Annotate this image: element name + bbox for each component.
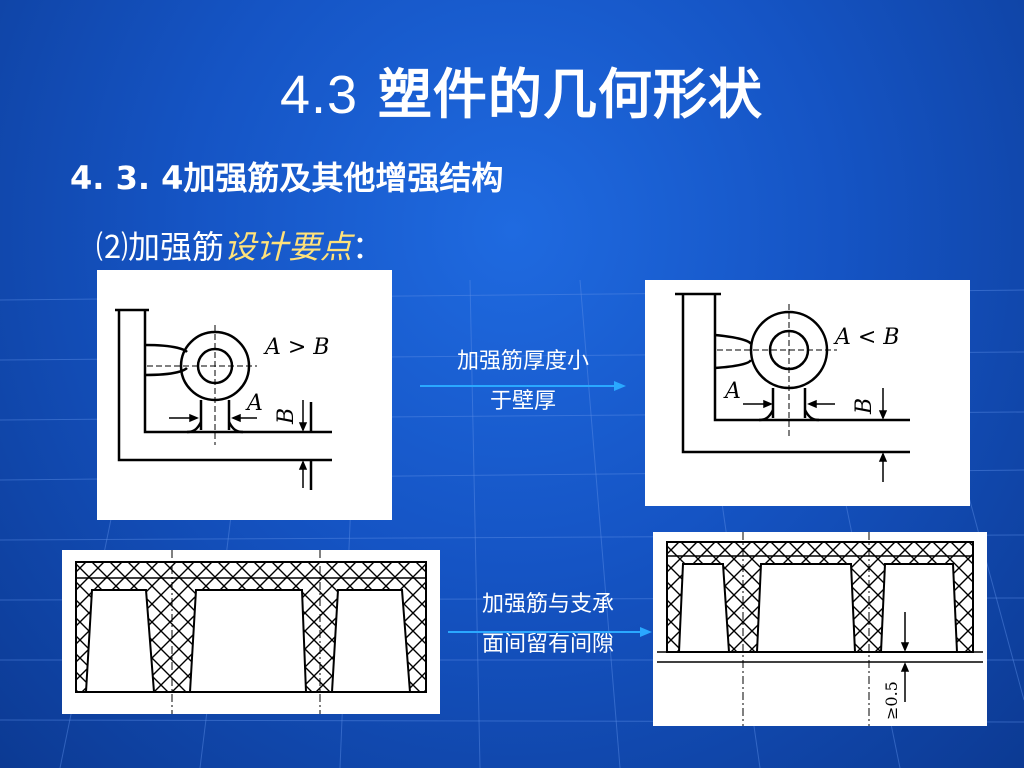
label-a-greater-b: A > B [263, 335, 329, 360]
rib-figure-thin: A < B A B [645, 280, 970, 506]
label-a: A [723, 379, 741, 404]
design-point-line: ⑵加强筋设计要点： [96, 222, 384, 268]
arrow-right-icon [448, 627, 652, 637]
rib-drawing-with-gap: ≥0.5 [657, 532, 983, 726]
arrow-right-icon [420, 381, 626, 391]
point-highlight: 设计要点 [224, 228, 353, 266]
rib-drawing-thin: A < B A B [675, 292, 910, 482]
label-gap: ≥0.5 [882, 681, 901, 720]
note1-line1: 加强筋厚度小 [456, 349, 589, 374]
point-prefix: ⑵加强筋 [96, 228, 225, 266]
note1-line2: 于壁厚 [489, 389, 556, 414]
rib-drawing-thick: A > B A B [115, 308, 332, 490]
rib-figure-with-gap: ≥0.5 [653, 532, 987, 726]
note-rib-thickness: 加强筋厚度小 于壁厚 [418, 342, 628, 422]
note2-line1: 加强筋与支承 [481, 592, 614, 617]
label-a-less-b: A < B [833, 325, 899, 350]
section-heading: 4. 3. 4加强筋及其他增强结构 [70, 159, 504, 197]
point-suffix: ： [352, 228, 385, 266]
title-text: 塑件的几何形状 [377, 63, 763, 126]
rib-figure-no-gap [62, 550, 440, 714]
label-b: B [274, 408, 299, 425]
note2-line2: 面间留有间隙 [481, 632, 614, 657]
page-title: 4.3 塑件的几何形状 [280, 50, 763, 129]
label-a: A [245, 391, 263, 416]
rib-drawing-no-gap [75, 550, 427, 714]
rib-figure-thick: A > B A B [97, 270, 392, 520]
title-number: 4.3 [280, 65, 359, 125]
note-rib-gap: 加强筋与支承 面间留有间隙 [450, 585, 646, 665]
label-b: B [852, 398, 877, 415]
